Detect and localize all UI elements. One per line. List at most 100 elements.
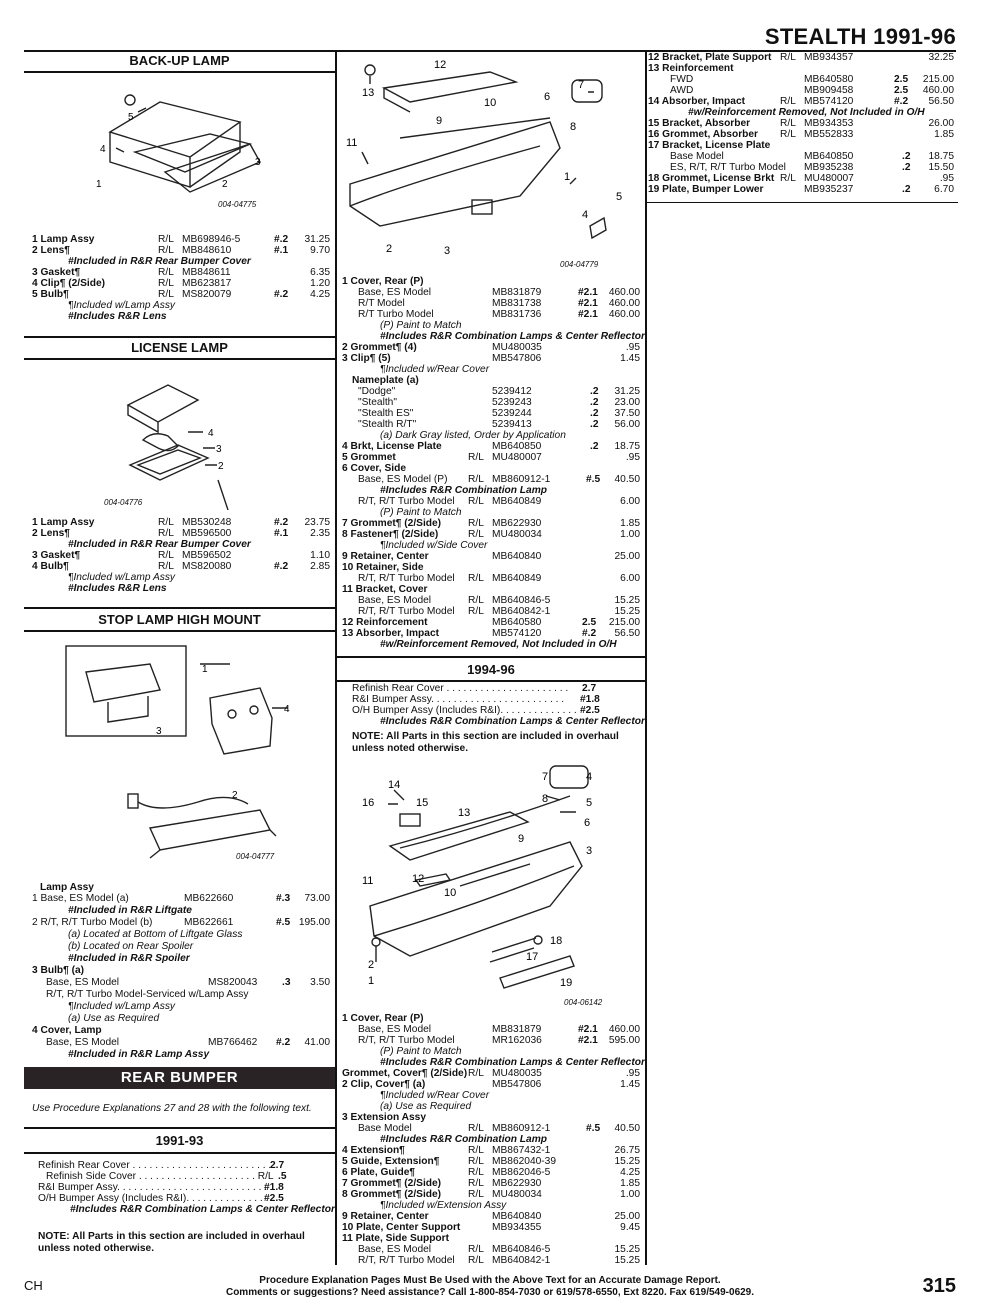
side: R/L	[780, 96, 796, 107]
price: 4.25	[310, 289, 330, 300]
price: 18.75	[614, 441, 641, 452]
svg-text:3: 3	[216, 444, 222, 455]
page-title: STEALTH 1991-96	[764, 24, 956, 49]
part-number: MB640846-5	[492, 595, 551, 606]
right-col-rule	[647, 202, 958, 203]
note: ¶Included w/Lamp Assy	[68, 1001, 176, 1012]
note: (P) Paint to Match	[380, 1046, 462, 1057]
labor: #1.8	[264, 1182, 284, 1193]
part-number: MB640849	[492, 573, 542, 584]
note: ¶Included w/Side Cover	[380, 540, 488, 551]
part-number: MU480007	[804, 173, 854, 184]
price: 23.00	[614, 397, 641, 408]
side: R/L	[158, 267, 174, 278]
part-number: MB698946-5	[182, 234, 241, 245]
note: ¶Included w/Rear Cover	[380, 1090, 490, 1101]
part-number: MU480034	[492, 529, 542, 540]
side: R/L	[780, 129, 796, 140]
part-name: 6 Plate, Guide¶	[342, 1167, 416, 1178]
part-name: 4 Clip¶ (2/Side)	[32, 278, 106, 289]
side: R/L	[158, 561, 174, 572]
divider	[24, 336, 335, 338]
side: R/L	[158, 517, 174, 528]
part-name: R/T, R/T Turbo Model	[358, 573, 455, 584]
part-name: 8 Fastener¶ (2/Side)	[342, 529, 439, 540]
footer-line-1: Procedure Explanation Pages Must Be Used…	[259, 1275, 721, 1286]
part-number: MU480034	[492, 1189, 542, 1200]
labor: #.2	[276, 1037, 291, 1048]
note: ¶Included w/Lamp Assy	[68, 300, 176, 311]
rear-bumper-banner: REAR BUMPER	[24, 1067, 335, 1089]
price: .95	[625, 1068, 640, 1079]
note: (P) Paint to Match	[380, 320, 462, 331]
svg-text:7: 7	[542, 771, 548, 783]
labor: #.2	[274, 561, 289, 572]
part-name: R/T, R/T Turbo Model	[358, 606, 455, 617]
side: R/L	[468, 529, 484, 540]
part-number: MS820079	[182, 289, 232, 300]
backup-lamp-title: BACK-UP LAMP	[129, 53, 230, 68]
note: #Included in R&R Lamp Assy	[68, 1049, 210, 1060]
part-number: MS820043	[208, 977, 258, 988]
labor-item: O/H Bumper Assy (Includes R&I). . . . . …	[38, 1193, 275, 1204]
part-name: 14 Absorber, Impact	[648, 96, 746, 107]
part-number: MB622661	[184, 917, 234, 928]
side: R/L	[780, 52, 796, 63]
svg-text:15: 15	[416, 797, 428, 809]
part-name: "Stealth R/T"	[358, 419, 417, 430]
part-number: MB623817	[182, 278, 232, 289]
part-number: MB860912-1	[492, 474, 551, 485]
labor: 2.7	[270, 1160, 285, 1171]
part-name: 15 Bracket, Absorber	[648, 118, 751, 129]
price: 1.45	[620, 353, 640, 364]
part-number: MB530248	[182, 517, 232, 528]
labor: #.2	[582, 628, 597, 639]
price: 31.25	[304, 234, 331, 245]
labor: .5	[278, 1171, 287, 1182]
part-name: 3 Gasket¶	[32, 267, 81, 278]
price: 56.50	[614, 628, 641, 639]
part-name: 13 Absorber, Impact	[342, 628, 440, 639]
part-name: R/T, R/T Turbo Model-Serviced w/Lamp Ass…	[46, 989, 249, 1000]
svg-text:10: 10	[444, 887, 456, 899]
part-name: 19 Plate, Bumper Lower	[648, 184, 764, 195]
svg-text:11: 11	[346, 137, 357, 149]
part-name: Base, ES Model	[46, 977, 120, 988]
part-name: Base Model	[670, 151, 724, 162]
labor: #2.1	[578, 298, 598, 309]
part-name: R/T Model	[358, 298, 405, 309]
labor: #2.1	[578, 309, 598, 320]
labor: #.5	[586, 1123, 601, 1134]
part-name: 10 Retainer, Side	[342, 562, 424, 573]
price: 40.50	[614, 474, 641, 485]
part-number: MB848610	[182, 245, 232, 256]
part-number: 5239243	[492, 397, 532, 408]
price: 1.00	[620, 529, 640, 540]
note: #w/Reinforcement Removed, Not Included i…	[380, 639, 617, 650]
labor: #.2	[274, 289, 289, 300]
note: #Included in R&R Liftgate	[68, 905, 192, 916]
price: 26.00	[928, 118, 955, 129]
svg-text:1: 1	[368, 975, 374, 987]
price: 1.85	[934, 129, 954, 140]
price: 15.50	[928, 162, 955, 173]
side: R/L	[468, 573, 484, 584]
part-number: MB831738	[492, 298, 542, 309]
part-number: MU480007	[492, 452, 542, 463]
part-number: MB831736	[492, 309, 542, 320]
labor: 2.7	[582, 683, 597, 694]
divider	[24, 1152, 335, 1154]
overhaul-note: NOTE: All Parts in this section are incl…	[352, 731, 619, 754]
svg-text:5: 5	[128, 112, 134, 123]
part-name: 4 Extension¶	[342, 1145, 405, 1156]
labor: #2.5	[264, 1193, 284, 1204]
procedure-note: Use Procedure Explanations 27 and 28 wit…	[32, 1103, 312, 1114]
side: R/L	[468, 1167, 484, 1178]
part-name: R/T, R/T Turbo Model	[358, 1255, 455, 1266]
svg-text:12: 12	[434, 59, 446, 71]
part-number: MB640850	[804, 151, 854, 162]
labor-item: Refinish Rear Cover . . . . . . . . . . …	[352, 683, 569, 694]
price: 15.25	[614, 606, 641, 617]
